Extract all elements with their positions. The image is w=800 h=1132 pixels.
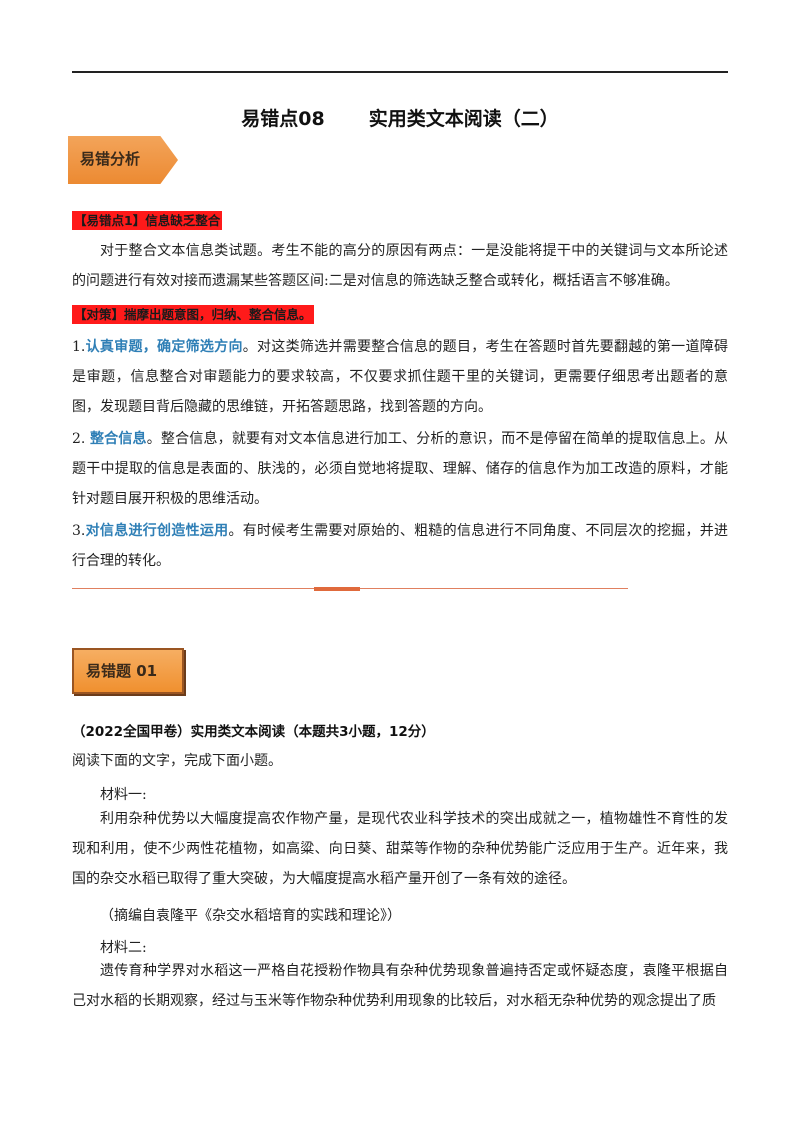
title-number: 易错点08	[241, 108, 325, 130]
item-text: 。整合信息，就要有对文本信息进行加工、分析的意识，而不是停留在简单的提取信息上。…	[72, 431, 729, 507]
question-tag-label: 易错题 01	[86, 662, 158, 680]
page-title: 易错点08 实用类文本阅读（二）	[0, 104, 800, 131]
item-keyword: 对信息进行创造性运用	[85, 523, 229, 539]
material1-body: 利用杂种优势以大幅度提高农作物产量，是现代农业科学技术的突出成就之一，植物雄性不…	[72, 811, 728, 887]
title-text: 实用类文本阅读（二）	[368, 108, 559, 130]
question-instruction: 阅读下面的文字，完成下面小题。	[72, 753, 282, 769]
material1-source: （摘编自袁隆平《杂交水稻培育的实践和理论》）	[100, 908, 401, 924]
item-keyword: 整合信息	[90, 431, 147, 447]
material2-label: 材料二:	[100, 940, 147, 956]
question-source: （2022全国甲卷）实用类文本阅读（本题共3小题，12分）	[72, 724, 435, 740]
strategy-heading: 【对策】揣摩出题意图，归纳、整合信息。	[72, 305, 314, 324]
item-keyword: 认真审题，确定筛选方向	[85, 339, 243, 355]
strategy-item-2: 2. 整合信息。整合信息，就要有对文本信息进行加工、分析的意识，而不是停留在简单…	[72, 424, 728, 514]
point1-heading: 【易错点1】信息缺乏整合	[72, 211, 223, 230]
question-tag: 易错题 01	[72, 648, 184, 694]
strategy-item-3: 3.对信息进行创造性运用。有时候考生需要对原始的、粗糙的信息进行不同角度、不同层…	[72, 516, 728, 576]
strategy-item-1: 1.认真审题，确定筛选方向。对这类筛选并需要整合信息的题目，考生在答题时首先要翻…	[72, 332, 728, 422]
item-number: 1.	[72, 339, 86, 355]
material1-label: 材料一:	[100, 787, 147, 803]
top-rule	[72, 71, 728, 73]
item-number: 2.	[72, 431, 90, 447]
material2-body: 遗传育种学界对水稻这一严格自花授粉作物具有杂种优势现象普遍持否定或怀疑态度，袁隆…	[72, 963, 728, 1009]
section-tag-label: 易错分析	[80, 150, 141, 168]
item-text: 。有时候考生需要对原始的、粗糙的信息进行不同角度、不同层次的挖掘，并进行合理的转…	[72, 523, 729, 569]
arrow-shape	[68, 136, 178, 184]
item-number: 3.	[72, 523, 86, 539]
item-text: 。对这类筛选并需要整合信息的题目，考生在答题时首先要翻越的第一道障碍是审题，信息…	[72, 339, 729, 415]
point1-body: 对于整合文本信息类试题。考生不能的高分的原因有两点：一是没能将提干中的关键词与文…	[72, 243, 728, 289]
section-tag-arrow: 易错分析	[68, 136, 178, 184]
divider-accent	[314, 587, 360, 591]
